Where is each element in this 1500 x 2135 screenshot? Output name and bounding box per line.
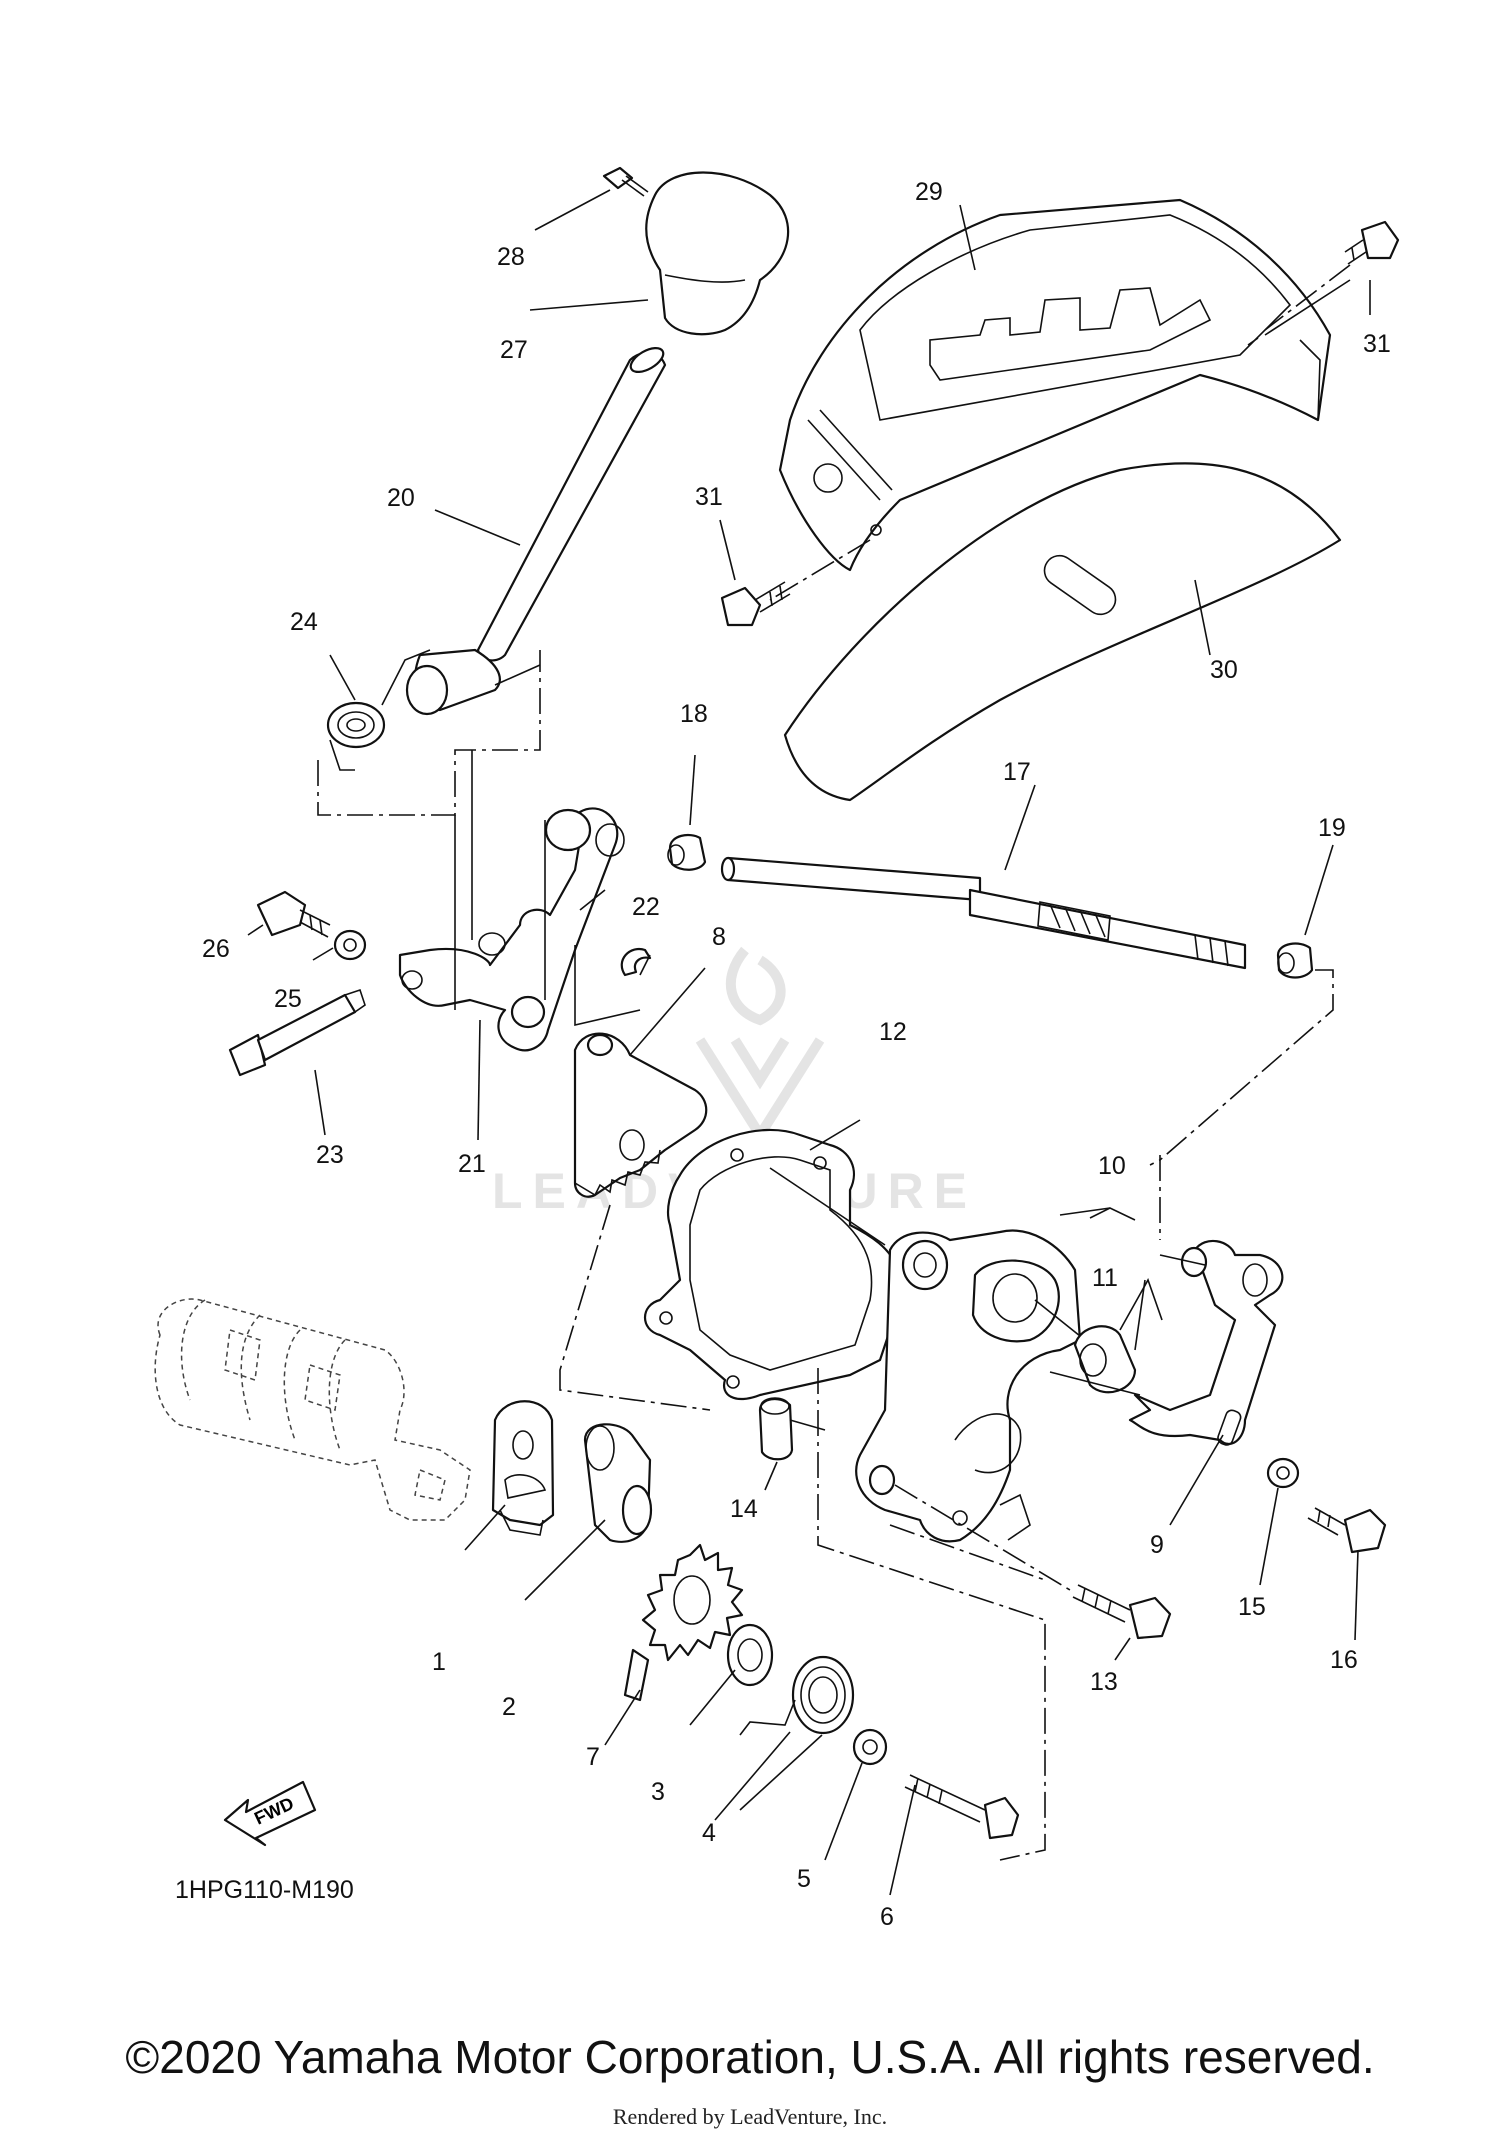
bolt-31-right [1344,220,1400,265]
bolt-31-left [720,581,791,627]
bushing-19 [1276,942,1314,979]
callout-23: 23 [316,1141,344,1169]
collar-2 [583,1423,653,1543]
stopper-plate-1 [491,1400,555,1536]
shift-knob-27 [645,171,790,336]
bushing-18 [667,833,707,871]
callout-31-right: 31 [1363,330,1391,358]
shift-housing-10 [855,1229,1082,1543]
bolt-16 [1307,1507,1387,1554]
star-wheel-7 [623,1543,744,1702]
callout-4: 4 [702,1819,716,1847]
callout-29: 29 [915,178,943,206]
washer-15 [1266,1457,1300,1489]
shift-arm-9 [1128,1239,1284,1446]
gasket-12 [644,1128,902,1401]
washer-5 [852,1728,888,1766]
clip-22 [620,947,652,977]
torsion-spring-4 [739,1655,855,1736]
lower-cover-30 [783,462,1342,802]
callout-24: 24 [290,608,318,636]
rendered-by-text: Rendered by LeadVenture, Inc. [612,2104,888,2129]
callout-7: 7 [586,1743,600,1771]
screw-28 [602,166,649,197]
callout-31-left: 31 [695,483,723,511]
callout-21: 21 [458,1150,486,1178]
callout-leaders [247,189,1371,1896]
shift-drum-ghost [154,1298,471,1521]
washer-25 [333,929,367,961]
callout-19: 19 [1318,814,1346,842]
callout-16: 16 [1330,1646,1358,1674]
shift-arm-21 [398,807,625,1052]
washer-3 [726,1623,774,1687]
callout-25: 25 [274,985,302,1013]
spring-24 [326,649,431,771]
callout-22: 22 [632,893,660,921]
bolt-6 [904,1774,1020,1840]
shift-lever-8 [573,1032,708,1198]
callout-11: 11 [1092,1264,1118,1292]
callout-8: 8 [712,923,726,951]
bolt-13 [1072,1584,1172,1640]
callout-13: 13 [1090,1668,1118,1696]
callout-14: 14 [730,1495,758,1523]
callout-18: 18 [680,700,708,728]
callout-12: 12 [879,1018,907,1046]
pin-23 [228,988,366,1077]
callout-27: 27 [500,336,528,364]
callout-3: 3 [651,1778,665,1806]
callout-28: 28 [497,243,525,271]
shift-gate-cover [778,198,1332,572]
callout-10: 10 [1098,1152,1126,1180]
oil-seal-11 [1073,1325,1137,1394]
callout-17: 17 [1003,758,1031,786]
callout-20: 20 [387,484,415,512]
copyright-text: ©2020 Yamaha Motor Corporation, U.S.A. A… [125,2031,1375,2083]
callout-5: 5 [797,1865,811,1893]
callout-2: 2 [502,1693,516,1721]
bolt-26 [256,890,331,938]
fwd-arrow-icon: FWD [223,1780,317,1847]
callout-9: 9 [1150,1531,1164,1559]
callout-15: 15 [1238,1593,1266,1621]
callout-26: 26 [202,935,230,963]
callout-30: 30 [1210,656,1238,684]
diagram-code: 1HPG110-M190 [175,1876,354,1904]
callout-1: 1 [432,1648,446,1676]
dowel-14 [758,1397,794,1461]
shift-lever-20 [405,346,667,716]
shaft-17 [720,856,1247,970]
callout-labels: 1 2 3 4 5 6 7 8 9 10 11 12 13 14 15 16 1… [202,178,1391,1931]
callout-6: 6 [880,1903,894,1931]
